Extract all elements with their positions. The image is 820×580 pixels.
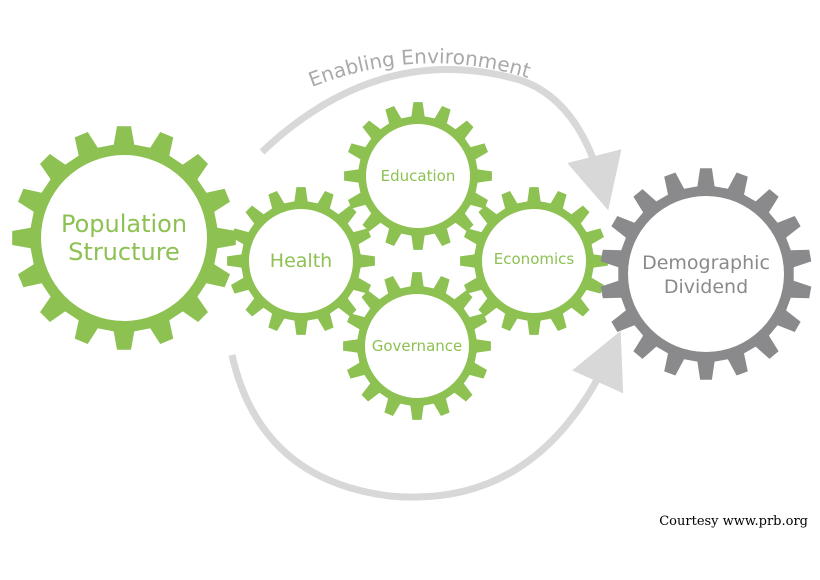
health-label: Health (270, 250, 332, 272)
population-structure-gear: Population Structure (12, 126, 236, 350)
enabling-environment-label: Enabling Environment (305, 44, 534, 92)
economics-gear: Economics (460, 187, 608, 335)
enabling-arrow-top (259, 66, 622, 211)
economics-label: Economics (494, 250, 575, 268)
governance-gear: Governance (343, 272, 491, 420)
education-gear: Education (344, 102, 492, 250)
enabling-arrow-bottom (228, 330, 624, 501)
governance-label: Governance (372, 337, 463, 355)
structure-label: Structure (68, 238, 180, 266)
dividend-label: Dividend (664, 276, 748, 298)
population-label: Population (61, 210, 187, 238)
education-label: Education (381, 167, 456, 185)
health-gear: Health (227, 187, 375, 335)
demographic-dividend-gear: Demographic Dividend (600, 168, 812, 380)
credit-text: Courtesy www.prb.org (659, 514, 808, 529)
demographic-label: Demographic (642, 252, 770, 274)
